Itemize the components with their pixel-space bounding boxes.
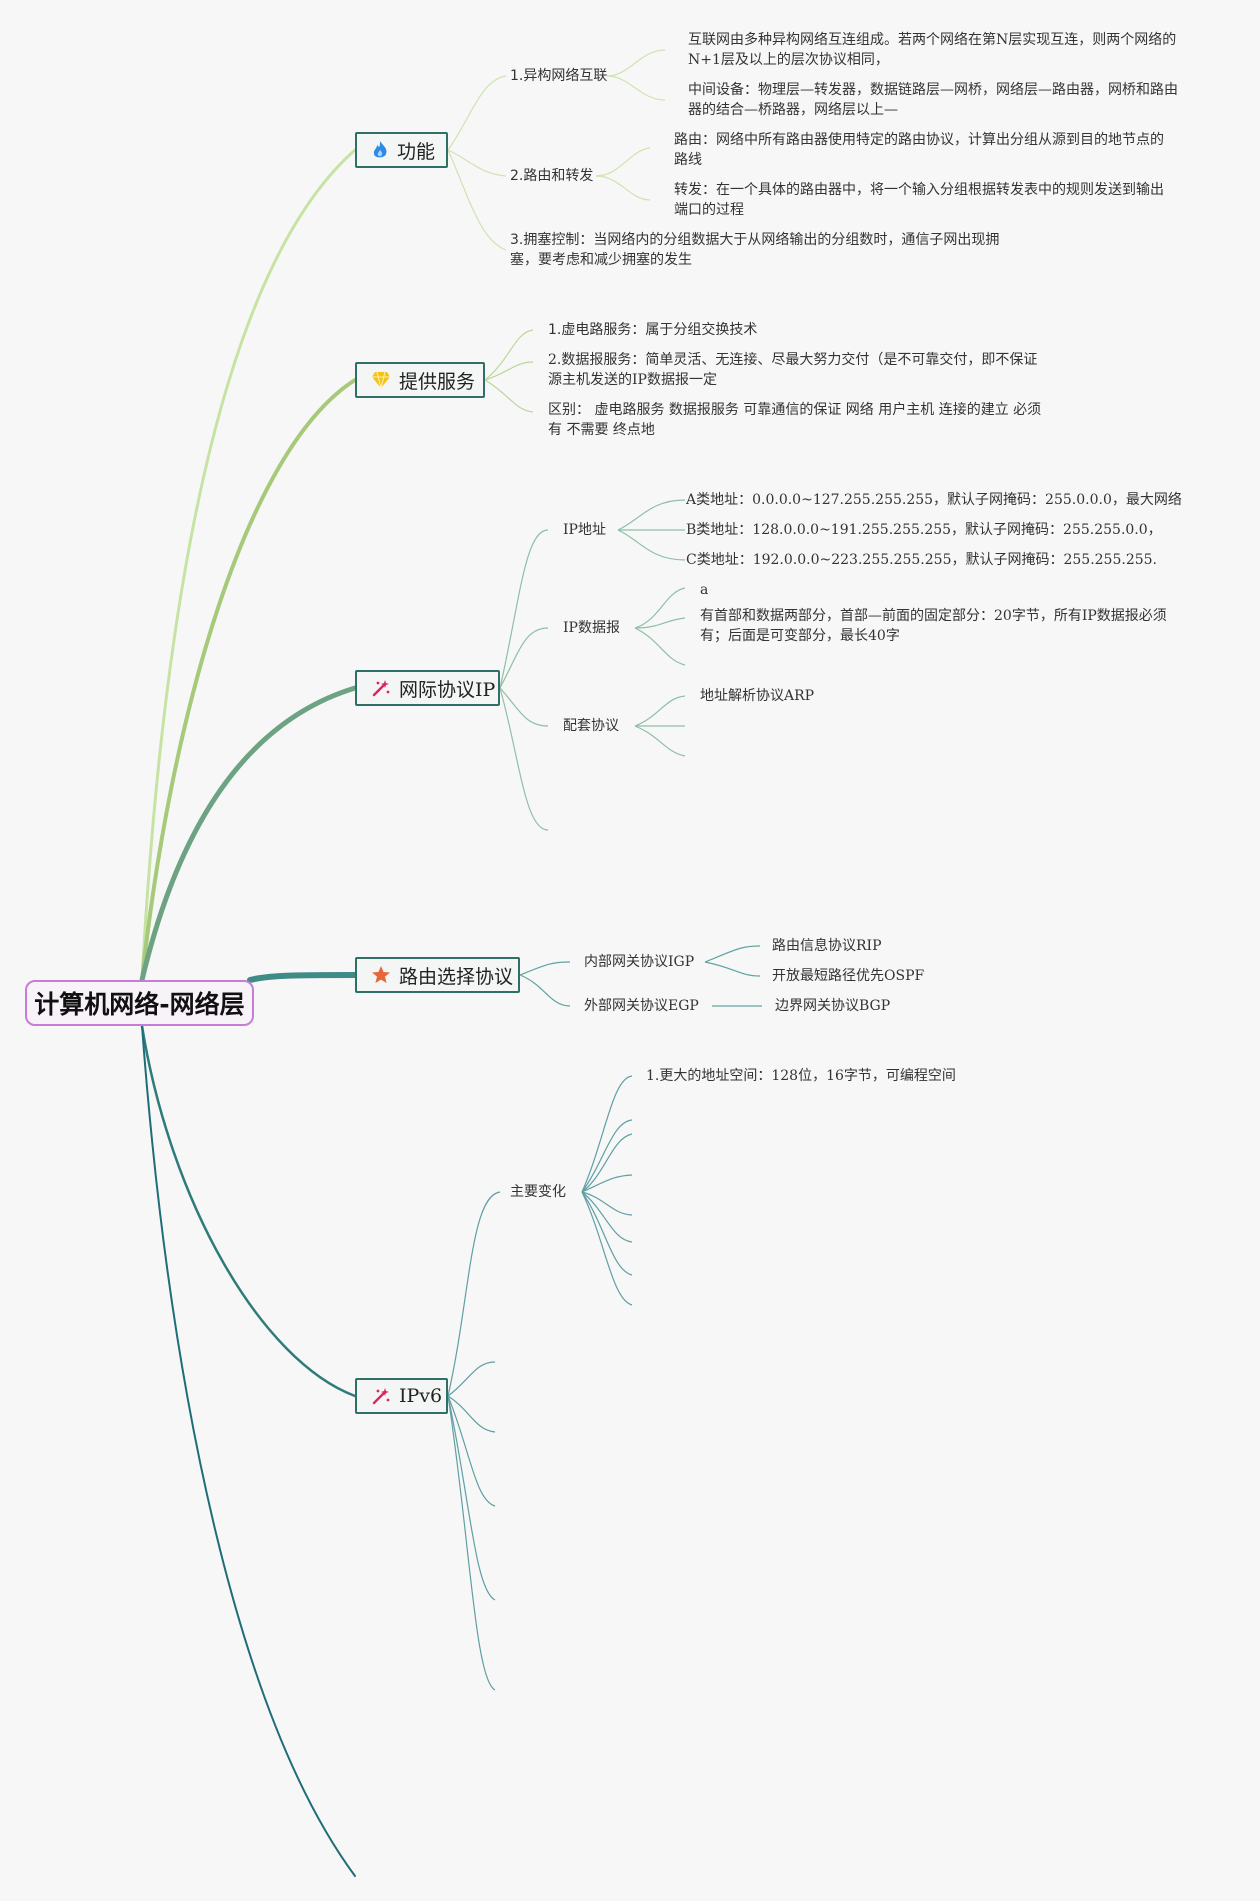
node-ipv6[interactable]: IPv6 — [355, 1378, 448, 1414]
gongneng-hetero-label[interactable]: 1.异构网络互联 — [510, 68, 608, 84]
fire-icon — [371, 140, 389, 160]
gongneng-routing-note-2[interactable]: 转发：在一个具体的路由器中，将一个输入分组根据转发表中的规则发送到输出端口的过程 — [674, 182, 1164, 218]
node-ip[interactable]: 网际协议IP — [355, 670, 500, 706]
trunk-service — [140, 378, 357, 982]
gongneng-routing-note-1[interactable]: 路由：网络中所有路由器使用特定的路由协议，计算出分组从源到目的地节点的路线 — [674, 132, 1164, 168]
ipv6-changes-label[interactable]: 主要变化 — [510, 1184, 566, 1200]
ip-address-c[interactable]: C类地址：192.0.0.0~223.255.255.255，默认子网掩码：25… — [686, 552, 1157, 568]
trunk-gongneng — [140, 148, 357, 982]
trunk-routing — [247, 972, 358, 983]
routing-igp-label[interactable]: 内部网关协议IGP — [584, 954, 695, 970]
node-ipv6-label: IPv6 — [399, 1385, 443, 1407]
ip-datagram-item-1[interactable]: a — [700, 582, 709, 598]
trunk-extra — [141, 1025, 356, 1877]
trunk-ipv6 — [140, 1024, 357, 1398]
ip-address-b[interactable]: B类地址：128.0.0.0~191.255.255.255，默认子网掩码：25… — [686, 522, 1162, 538]
gongneng-hetero-note-2[interactable]: 中间设备：物理层—转发器，数据链路层—网桥，网络层—路由器，网桥和路由器的结合—… — [688, 82, 1178, 118]
root-title: 计算机网络-网络层 — [34, 990, 245, 1019]
node-gongneng[interactable]: 功能 — [355, 132, 448, 168]
node-routing[interactable]: 路由选择协议 — [355, 957, 520, 993]
node-routing-label: 路由选择协议 — [399, 965, 514, 988]
service-item-1[interactable]: 1.虚电路服务：属于分组交换技术 — [548, 322, 758, 338]
ipv6-changes-item-1[interactable]: 1.更大的地址空间：128位，16字节，可编程空间 — [646, 1068, 956, 1084]
sparkle-icon — [371, 1386, 391, 1406]
node-service[interactable]: 提供服务 — [355, 362, 485, 398]
gongneng-congestion[interactable]: 3.拥塞控制：当网络内的分组数据大于从网络输出的分组数时，通信子网出现拥塞，要考… — [510, 232, 1000, 268]
diamond-icon — [371, 370, 391, 390]
ip-datagram-item-2[interactable]: 有首部和数据两部分，首部—前面的固定部分：20字节，所有IP数据报必须有；后面是… — [700, 608, 1167, 644]
routing-igp-ospf[interactable]: 开放最短路径优先OSPF — [772, 968, 925, 984]
ip-address-a[interactable]: A类地址：0.0.0.0~127.255.255.255，默认子网掩码：255.… — [686, 492, 1182, 508]
gongneng-hetero-note-1[interactable]: 互联网由多种异构网络互连组成。若两个网络在第N层实现互连，则两个网络的N+1层及… — [688, 32, 1177, 68]
routing-egp-label[interactable]: 外部网关协议EGP — [584, 998, 699, 1014]
star-icon — [371, 965, 391, 985]
service-item-2[interactable]: 2.数据报服务：简单灵活、无连接、尽最大努力交付（是不可靠交付，即不保证源主机发… — [548, 352, 1038, 388]
ip-datagram-label[interactable]: IP数据报 — [563, 620, 620, 636]
sparkle-icon — [371, 678, 391, 698]
node-gongneng-label: 功能 — [397, 140, 436, 163]
ip-address-label[interactable]: IP地址 — [563, 522, 606, 538]
ip-support-arp[interactable]: 地址解析协议ARP — [700, 688, 815, 704]
service-item-3[interactable]: 区别： 虚电路服务 数据报服务 可靠通信的保证 网络 用户主机 连接的建立 必须… — [548, 402, 1042, 438]
gongneng-routing-label[interactable]: 2.路由和转发 — [510, 168, 594, 184]
routing-igp-rip[interactable]: 路由信息协议RIP — [772, 938, 882, 954]
root-node[interactable]: 计算机网络-网络层 — [25, 980, 254, 1026]
trunk-ip — [139, 685, 358, 983]
routing-egp-bgp[interactable]: 边界网关协议BGP — [775, 998, 891, 1014]
node-service-label: 提供服务 — [399, 370, 476, 393]
ip-support-label[interactable]: 配套协议 — [563, 718, 619, 734]
node-ip-label: 网际协议IP — [399, 678, 496, 701]
